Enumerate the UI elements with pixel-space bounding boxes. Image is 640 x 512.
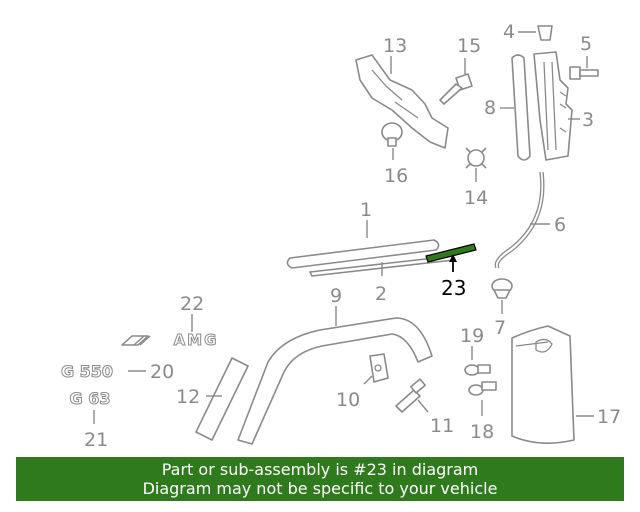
callout-10: 10: [336, 389, 360, 411]
leader-11: [417, 399, 429, 413]
callout-20: 20: [150, 361, 174, 383]
part-22-amg-emblem[interactable]: AMG: [121, 331, 219, 350]
callout-6: 6: [554, 214, 566, 236]
callout-2: 2: [375, 283, 387, 305]
arrowhead-23: [449, 254, 457, 262]
part-6-weatherstrip[interactable]: [494, 171, 545, 269]
part-3-pillar-trim[interactable]: [533, 51, 573, 161]
part-14-push-clip[interactable]: [465, 147, 487, 169]
part-7-plug[interactable]: [491, 278, 513, 299]
callout-22: 22: [180, 293, 204, 315]
banner-line-1: Part or sub-assembly is #23 in diagram: [161, 460, 479, 479]
part-11-rivet[interactable]: [395, 378, 426, 413]
part-10-clip-nut[interactable]: [369, 353, 389, 383]
part-13-bracket[interactable]: [355, 54, 449, 149]
part-19-screw[interactable]: [464, 364, 491, 376]
callout-9: 9: [330, 285, 342, 307]
part-21-g63-badge[interactable]: G 63: [69, 389, 111, 409]
part-23-highlighted-strip[interactable]: [425, 243, 477, 263]
part-17-mud-flap[interactable]: [511, 325, 575, 444]
callout-21: 21: [84, 429, 108, 451]
notice-banner: Part or sub-assembly is #23 in diagram D…: [16, 457, 624, 501]
callout-1: 1: [360, 199, 372, 221]
part-1-molding[interactable]: [286, 239, 440, 269]
callout-15: 15: [457, 35, 481, 57]
g63-badge-text: G 63: [70, 389, 111, 408]
part-20-g550-badge[interactable]: G 550: [60, 362, 113, 382]
exploded-parts-diagram: 13 15 16 14 4 5 8 3: [60, 21, 621, 451]
callout-13: 13: [383, 35, 407, 57]
callout-18: 18: [470, 421, 494, 443]
leader-10: [363, 375, 373, 385]
callout-19: 19: [460, 325, 484, 347]
g550-badge-text: G 550: [61, 362, 113, 381]
callout-23: 23: [441, 276, 466, 300]
part-4-cap[interactable]: [537, 25, 553, 41]
part-15-bolt[interactable]: [439, 73, 473, 105]
callout-17: 17: [597, 406, 621, 428]
callout-12: 12: [176, 386, 200, 408]
callout-11: 11: [430, 415, 454, 437]
callout-16: 16: [384, 165, 408, 187]
callout-4: 4: [503, 21, 515, 43]
callout-14: 14: [464, 187, 488, 209]
banner-line-2: Diagram may not be specific to your vehi…: [142, 479, 498, 498]
callout-5: 5: [580, 33, 592, 55]
callout-3: 3: [582, 109, 594, 131]
callout-7: 7: [494, 317, 506, 339]
part-16-clip[interactable]: [381, 122, 403, 147]
part-9-wheel-flare[interactable]: [237, 317, 433, 445]
callout-8: 8: [484, 97, 496, 119]
part-18-screw[interactable]: [468, 381, 497, 396]
part-12-trim-strip[interactable]: [195, 357, 249, 441]
part-8-seal[interactable]: [511, 54, 531, 161]
amg-emblem-text: AMG: [174, 331, 219, 349]
part-5-screw[interactable]: [569, 66, 599, 80]
